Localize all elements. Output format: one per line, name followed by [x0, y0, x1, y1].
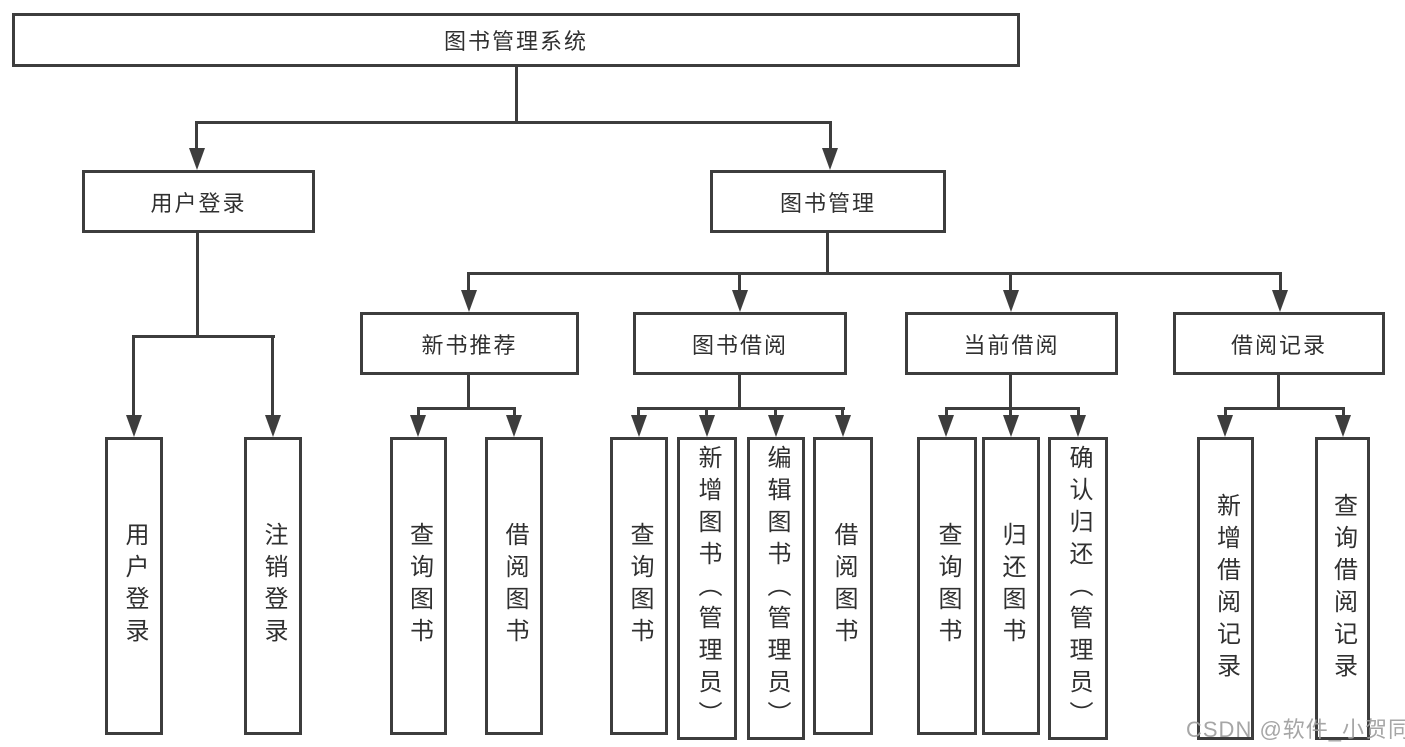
- node-borrow-books-recommend: 借阅图书: [485, 437, 543, 735]
- node-add-borrow-record: 新增借阅记录: [1197, 437, 1254, 740]
- connector-line: [826, 233, 829, 275]
- arrow-down-icon: [1070, 415, 1086, 437]
- connector-line: [1077, 407, 1080, 417]
- node-label: 查询图书: [626, 522, 653, 650]
- connector-line: [417, 407, 420, 417]
- arrow-down-icon: [126, 415, 142, 437]
- connector-line: [1279, 272, 1282, 292]
- node-add-books-admin: 新增图书（管理员）: [677, 437, 737, 740]
- connector-line: [467, 375, 470, 410]
- node-label: 注销登录: [260, 522, 287, 650]
- node-label: 用户登录: [121, 522, 148, 650]
- connector-line: [271, 335, 274, 417]
- node-book-management: 图书管理: [710, 170, 946, 233]
- connector-line: [1224, 407, 1345, 410]
- arrow-down-icon: [265, 415, 281, 437]
- csdn-watermark: CSDN @软件_小贺同学: [1186, 717, 1405, 742]
- node-label: 查询图书: [405, 522, 433, 650]
- node-label: 图书借阅: [691, 332, 788, 358]
- node-current-borrowing: 当前借阅: [905, 312, 1118, 375]
- node-label: 借阅记录: [1230, 332, 1327, 358]
- connector-line: [195, 121, 832, 124]
- arrow-down-icon: [1003, 415, 1019, 437]
- node-label: 查询图书: [934, 522, 961, 650]
- connector-line: [515, 67, 518, 124]
- node-label: 图书管理系统: [443, 29, 588, 54]
- connector-line: [738, 375, 741, 410]
- arrow-down-icon: [768, 415, 784, 437]
- arrow-down-icon: [1003, 290, 1019, 312]
- node-library-system: 图书管理系统: [12, 13, 1020, 67]
- node-label: 编辑图书（管理员）: [763, 444, 790, 733]
- connector-line: [774, 407, 777, 417]
- connector-line: [196, 233, 199, 338]
- connector-line: [1009, 375, 1012, 410]
- connector-line: [133, 335, 275, 338]
- arrow-down-icon: [506, 415, 522, 437]
- arrow-down-icon: [822, 148, 838, 170]
- node-label: 新增图书（管理员）: [694, 444, 721, 733]
- arrow-down-icon: [1272, 290, 1288, 312]
- connector-line: [513, 407, 516, 417]
- connector-line: [945, 407, 1080, 410]
- node-label: 借阅图书: [830, 522, 857, 650]
- connector-line: [638, 407, 845, 410]
- node-label: 确认归还（管理员）: [1065, 444, 1092, 733]
- node-query-borrow-record: 查询借阅记录: [1315, 437, 1370, 740]
- node-label: 当前借阅: [963, 332, 1060, 358]
- connector-line: [738, 272, 741, 292]
- node-query-books-borrowing: 查询图书: [610, 437, 668, 735]
- connector-line: [1009, 407, 1012, 417]
- arrow-down-icon: [461, 290, 477, 312]
- node-edit-books-admin: 编辑图书（管理员）: [747, 437, 805, 740]
- node-label: 用户登录: [150, 190, 247, 216]
- node-return-books: 归还图书: [982, 437, 1040, 735]
- node-user-login: 用户登录: [82, 170, 315, 233]
- arrow-down-icon: [732, 290, 748, 312]
- node-logout-leaf: 注销登录: [244, 437, 302, 735]
- connector-line: [841, 407, 844, 417]
- connector-line: [132, 335, 135, 417]
- arrow-down-icon: [631, 415, 647, 437]
- connector-line: [468, 272, 1282, 275]
- node-query-books-recommend: 查询图书: [390, 437, 447, 735]
- arrow-down-icon: [189, 148, 205, 170]
- connector-line: [829, 121, 832, 150]
- node-label: 新增借阅记录: [1212, 492, 1240, 685]
- arrow-down-icon: [1217, 415, 1233, 437]
- node-query-books-current: 查询图书: [917, 437, 977, 735]
- node-label: 图书管理: [779, 190, 876, 216]
- connector-line: [637, 407, 640, 417]
- node-confirm-return-admin: 确认归还（管理员）: [1048, 437, 1108, 740]
- node-borrowing-records: 借阅记录: [1173, 312, 1385, 375]
- node-label: 新书推荐: [421, 332, 518, 358]
- connector-line: [945, 407, 948, 417]
- connector-line: [1224, 407, 1227, 417]
- connector-line: [1342, 407, 1345, 417]
- node-new-book-recommendation: 新书推荐: [360, 312, 579, 375]
- arrow-down-icon: [699, 415, 715, 437]
- connector-line: [1277, 375, 1280, 410]
- node-label: 查询借阅记录: [1329, 492, 1357, 685]
- arrow-down-icon: [410, 415, 426, 437]
- node-borrow-books-borrowing: 借阅图书: [813, 437, 873, 735]
- connector-line: [417, 407, 516, 410]
- arrow-down-icon: [1335, 415, 1351, 437]
- connector-line: [467, 272, 470, 292]
- connector-line: [1009, 272, 1012, 292]
- connector-line: [195, 121, 198, 150]
- node-label: 借阅图书: [501, 522, 528, 650]
- arrow-down-icon: [835, 415, 851, 437]
- node-label: 归还图书: [998, 522, 1025, 650]
- arrow-down-icon: [938, 415, 954, 437]
- node-user-login-leaf: 用户登录: [105, 437, 163, 735]
- connector-line: [705, 407, 708, 417]
- node-book-borrowing: 图书借阅: [633, 312, 847, 375]
